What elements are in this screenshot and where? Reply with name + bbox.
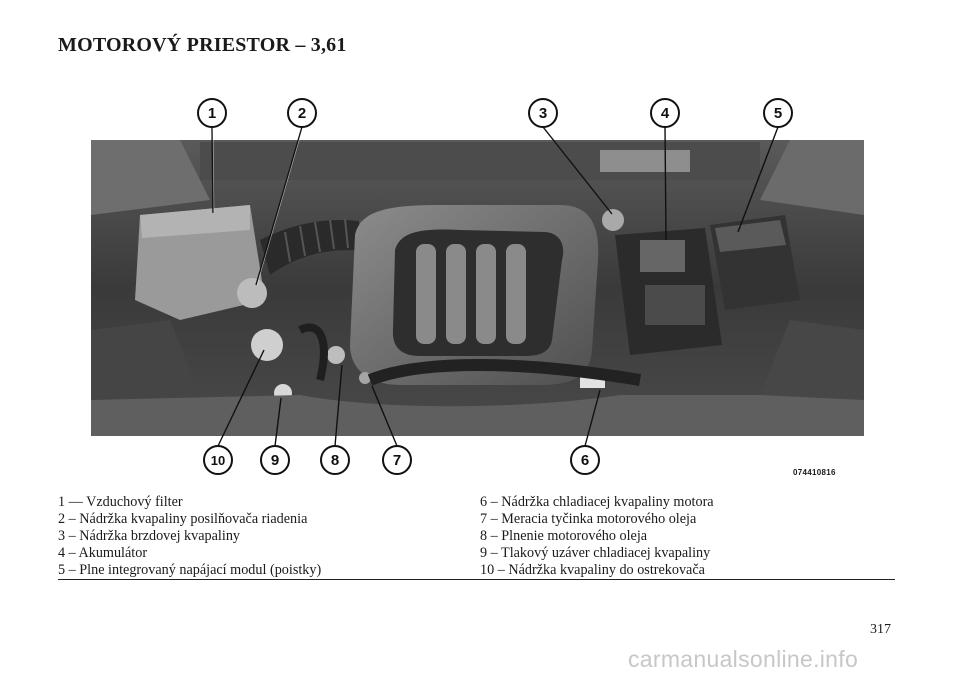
legend-item: 7 – Meracia tyčinka motorového oleja: [480, 511, 697, 527]
callout-4: 4: [650, 98, 680, 128]
legend-item: 4 – Akumulátor: [58, 545, 148, 561]
callout-1: 1: [197, 98, 227, 128]
engine-bay-figure: 1 2 3 4 5 6 7 8 9 10: [91, 98, 864, 475]
svg-text:4: 4: [661, 105, 670, 122]
callout-3: 3: [528, 98, 558, 128]
callout-8: 8: [320, 445, 350, 475]
svg-text:2: 2: [298, 105, 306, 122]
legend-divider: [58, 579, 895, 580]
legend-item: 9 – Tlakový uzáver chladiacej kvapaliny: [480, 545, 711, 561]
legend-left-column: 1 — Vzduchový filter 2 – Nádržka kvapali…: [58, 494, 321, 579]
svg-text:6: 6: [581, 452, 589, 469]
svg-text:10: 10: [211, 453, 225, 468]
callout-leaders: [211, 126, 779, 447]
svg-text:8: 8: [331, 452, 339, 469]
watermark: carmanualsonline.info: [628, 646, 859, 672]
svg-text:3: 3: [539, 105, 547, 122]
page-title: MOTOROVÝ PRIESTOR – 3,61: [58, 34, 347, 56]
callout-5: 5: [763, 98, 793, 128]
figure-code: 074410816: [793, 468, 836, 477]
legend-right-column: 6 – Nádržka chladiacej kvapaliny motora …: [480, 494, 714, 579]
legend-item: 5 – Plne integrovaný napájací modul (poi…: [58, 562, 322, 578]
callout-10: 10: [203, 445, 233, 475]
svg-text:9: 9: [271, 452, 279, 469]
svg-text:5: 5: [774, 105, 782, 122]
legend-item: 1 — Vzduchový filter: [58, 494, 183, 510]
legend-item: 6 – Nádržka chladiacej kvapaliny motora: [480, 494, 714, 510]
page-number: 317: [870, 622, 891, 637]
callout-2: 2: [287, 98, 317, 128]
callout-6: 6: [570, 445, 600, 475]
legend-item: 2 – Nádržka kvapaliny posilňovača riaden…: [58, 511, 308, 527]
callout-9: 9: [260, 445, 290, 475]
engine-photo: [91, 140, 864, 436]
legend-item: 10 – Nádržka kvapaliny do ostrekovača: [480, 562, 705, 578]
svg-text:1: 1: [208, 105, 216, 122]
callout-7: 7: [382, 445, 412, 475]
legend-item: 3 – Nádržka brzdovej kvapaliny: [58, 528, 241, 544]
legend-item: 8 – Plnenie motorového oleja: [480, 528, 648, 544]
svg-text:7: 7: [393, 452, 401, 469]
